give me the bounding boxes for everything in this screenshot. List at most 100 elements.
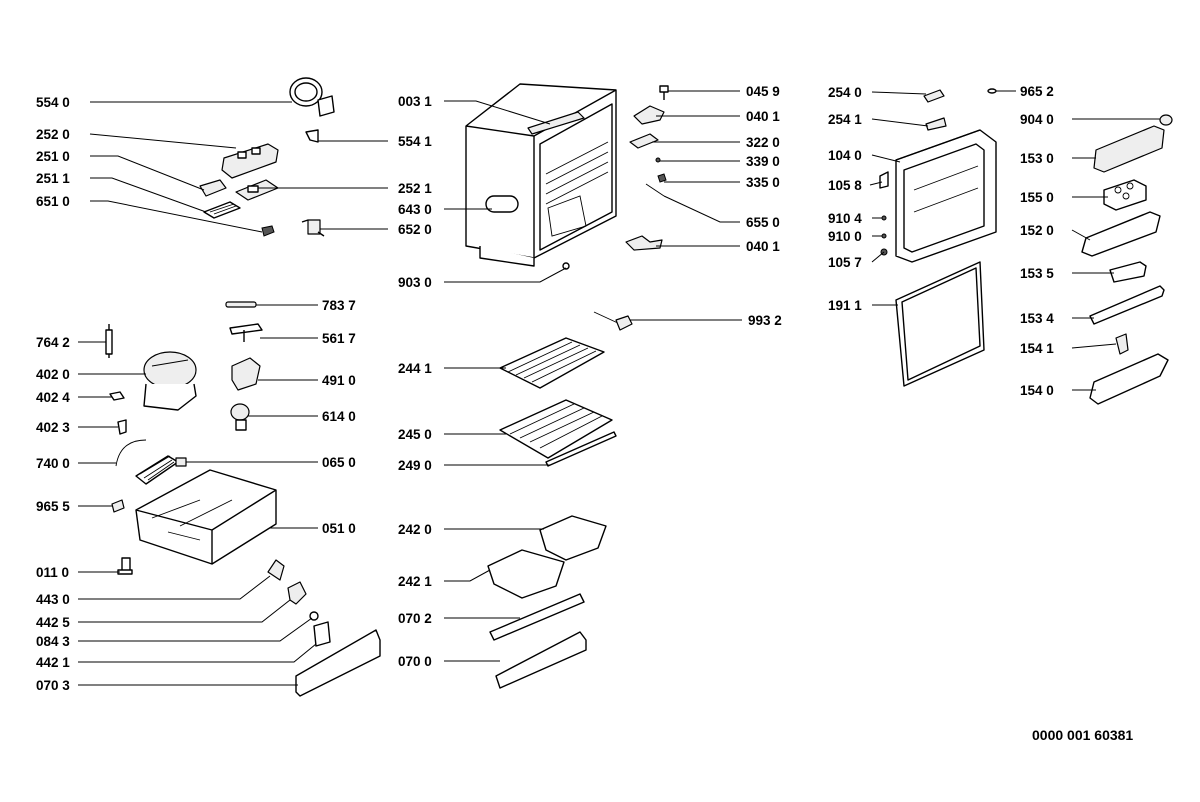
part-070-3 (295, 629, 381, 697)
label-155-0: 155 0 (1020, 190, 1054, 205)
leader-084-3 (78, 617, 313, 642)
label-152-0: 152 0 (1020, 223, 1054, 238)
document-number: 0000 001 60381 (1032, 727, 1133, 743)
part-153-4 (1089, 285, 1165, 325)
leader-105-8 (869, 181, 883, 186)
label-402-4: 402 4 (36, 390, 70, 405)
leader-251-0 (90, 155, 205, 191)
part-402-3 (117, 419, 127, 435)
label-254-0: 254 0 (828, 85, 862, 100)
label-614-0: 614 0 (322, 409, 356, 424)
label-993-2: 993 2 (748, 313, 782, 328)
part-904-0 (1159, 114, 1173, 126)
label-065-0: 065 0 (322, 455, 356, 470)
part-402-0-compressor (143, 351, 197, 411)
part-910-0 (881, 233, 887, 239)
leader-651-0 (90, 200, 263, 233)
label-561-7: 561 7 (322, 331, 356, 346)
leader-443-0 (78, 575, 271, 600)
part-561-7 (229, 323, 263, 342)
label-154-1: 154 1 (1020, 341, 1054, 356)
label-070-3: 070 3 (36, 678, 70, 693)
part-drawings (105, 77, 1173, 697)
label-153-4: 153 4 (1020, 311, 1054, 326)
label-904-0: 904 0 (1020, 112, 1054, 127)
label-104-0: 104 0 (828, 148, 862, 163)
part-191-1-gasket (895, 261, 985, 387)
part-155-0 (1103, 179, 1147, 211)
part-labels: 554 0 252 0 251 0 251 1 651 0 252 1 554 … (36, 84, 1054, 693)
label-249-0: 249 0 (398, 458, 432, 473)
label-105-7: 105 7 (828, 255, 862, 270)
label-652-0: 652 0 (398, 222, 432, 237)
part-045-9 (659, 85, 669, 100)
label-442-1: 442 1 (36, 655, 70, 670)
part-965-5 (111, 499, 125, 513)
label-244-1: 244 1 (398, 361, 432, 376)
label-554-0: 554 0 (36, 95, 70, 110)
leader-254-1 (871, 118, 929, 127)
label-254-1: 254 1 (828, 112, 862, 127)
label-251-0: 251 0 (36, 149, 70, 164)
label-651-0: 651 0 (36, 194, 70, 209)
label-105-8: 105 8 (828, 178, 862, 193)
part-105-8 (879, 171, 889, 189)
leader-152-0 (1071, 229, 1091, 241)
part-554-0 (289, 77, 335, 117)
label-153-5: 153 5 (1020, 266, 1054, 281)
label-070-0: 070 0 (398, 654, 432, 669)
part-104-0-door (895, 129, 997, 263)
part-252-0 (221, 143, 279, 179)
part-153-5 (1109, 261, 1147, 283)
part-011-0 (117, 557, 133, 575)
part-402-4 (109, 391, 125, 401)
label-491-0: 491 0 (322, 373, 356, 388)
part-254-0 (923, 89, 945, 103)
part-254-1 (925, 117, 947, 131)
leader-442-1 (78, 643, 317, 663)
part-655-0 (645, 183, 665, 197)
part-783-7 (225, 301, 257, 308)
label-245-0: 245 0 (398, 427, 432, 442)
part-244-1-shelf (499, 337, 605, 389)
leader-251-1 (90, 177, 207, 213)
part-993-2 (593, 311, 633, 331)
label-910-0: 910 0 (828, 229, 862, 244)
label-252-0: 252 0 (36, 127, 70, 142)
leader-254-0 (871, 91, 927, 95)
label-335-0: 335 0 (746, 175, 780, 190)
part-903-0 (562, 262, 570, 270)
label-910-4: 910 4 (828, 211, 862, 226)
part-251-0 (199, 179, 227, 197)
leader-442-5 (78, 599, 291, 623)
part-252-1 (235, 179, 279, 201)
part-652-0 (301, 219, 325, 237)
leader-104-0 (871, 154, 901, 163)
label-154-0: 154 0 (1020, 383, 1054, 398)
label-252-1: 252 1 (398, 181, 432, 196)
label-443-0: 443 0 (36, 592, 70, 607)
leader-242-1 (444, 569, 491, 582)
part-643-0 (485, 195, 519, 213)
label-242-1: 242 1 (398, 574, 432, 589)
label-153-0: 153 0 (1020, 151, 1054, 166)
part-442-5 (287, 581, 307, 605)
label-554-1: 554 1 (398, 134, 432, 149)
label-339-0: 339 0 (746, 154, 780, 169)
leader-105-7 (871, 251, 885, 263)
label-655-0: 655 0 (746, 215, 780, 230)
label-965-2: 965 2 (1020, 84, 1054, 99)
part-335-0 (657, 173, 667, 183)
part-242-1 (487, 549, 565, 599)
label-191-1: 191 1 (828, 298, 862, 313)
leader-lines (78, 90, 1160, 686)
part-910-4 (881, 215, 887, 221)
label-003-1: 003 1 (398, 94, 432, 109)
label-402-3: 402 3 (36, 420, 70, 435)
part-070-2 (489, 593, 585, 641)
label-051-0: 051 0 (322, 521, 356, 536)
leader-003-1 (444, 100, 551, 125)
label-965-5: 965 5 (36, 499, 70, 514)
label-322-0: 322 0 (746, 135, 780, 150)
part-251-1 (203, 201, 241, 219)
